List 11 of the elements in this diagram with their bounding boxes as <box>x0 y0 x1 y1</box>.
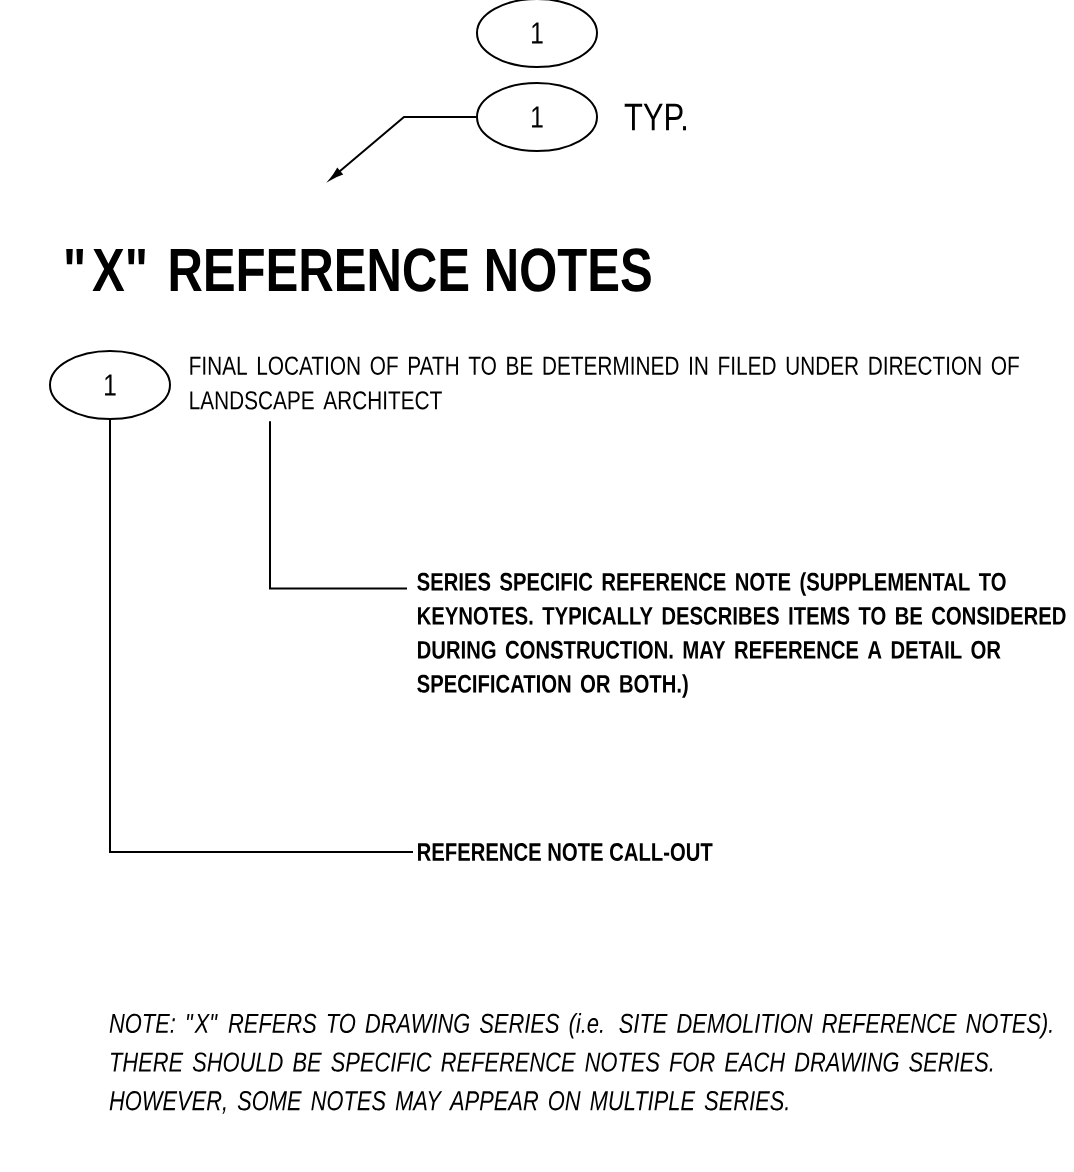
leader-line <box>109 419 414 853</box>
title: "X" REFERENCE NOTES <box>66 248 651 292</box>
callout-bubble: 1 <box>49 350 171 420</box>
callout-bubble: 1 <box>476 0 598 68</box>
note-text: NOTE: "X" REFERS TO DRAWING SERIES (i.e. SITE DEMOLITION REFERENCE NOTES). THERE SHOULD BE SPECIFIC REFERENCE NOTES FOR EACH DRAWING SERIES. HOWEVER, SOME NOTES MAY APPEAR ON MULTIPLE SERIES. <box>109 1013 1052 1114</box>
typical-label: TYP. <box>624 103 686 131</box>
note-text: REFERENCE NOTE CALL-OUT <box>418 843 713 861</box>
note-text: SERIES SPECIFIC REFERENCE NOTE (SUPPLEMENTAL TO KEYNOTES. TYPICALLY DESCRIBES ITEMS TO BE CONSIDERED DURING CONSTRUCTION. MAY REFERENCE A DETAIL OR SPECIFICATION OR BOTH.) <box>417 572 1066 698</box>
note-text: FINAL LOCATION OF PATH TO BE DETERMINED IN FILED UNDER DIRECTION OF LANDSCAPE ARCHITECT <box>190 356 1019 410</box>
callout-bubble: 1 <box>476 82 598 152</box>
leader-line <box>269 420 408 590</box>
